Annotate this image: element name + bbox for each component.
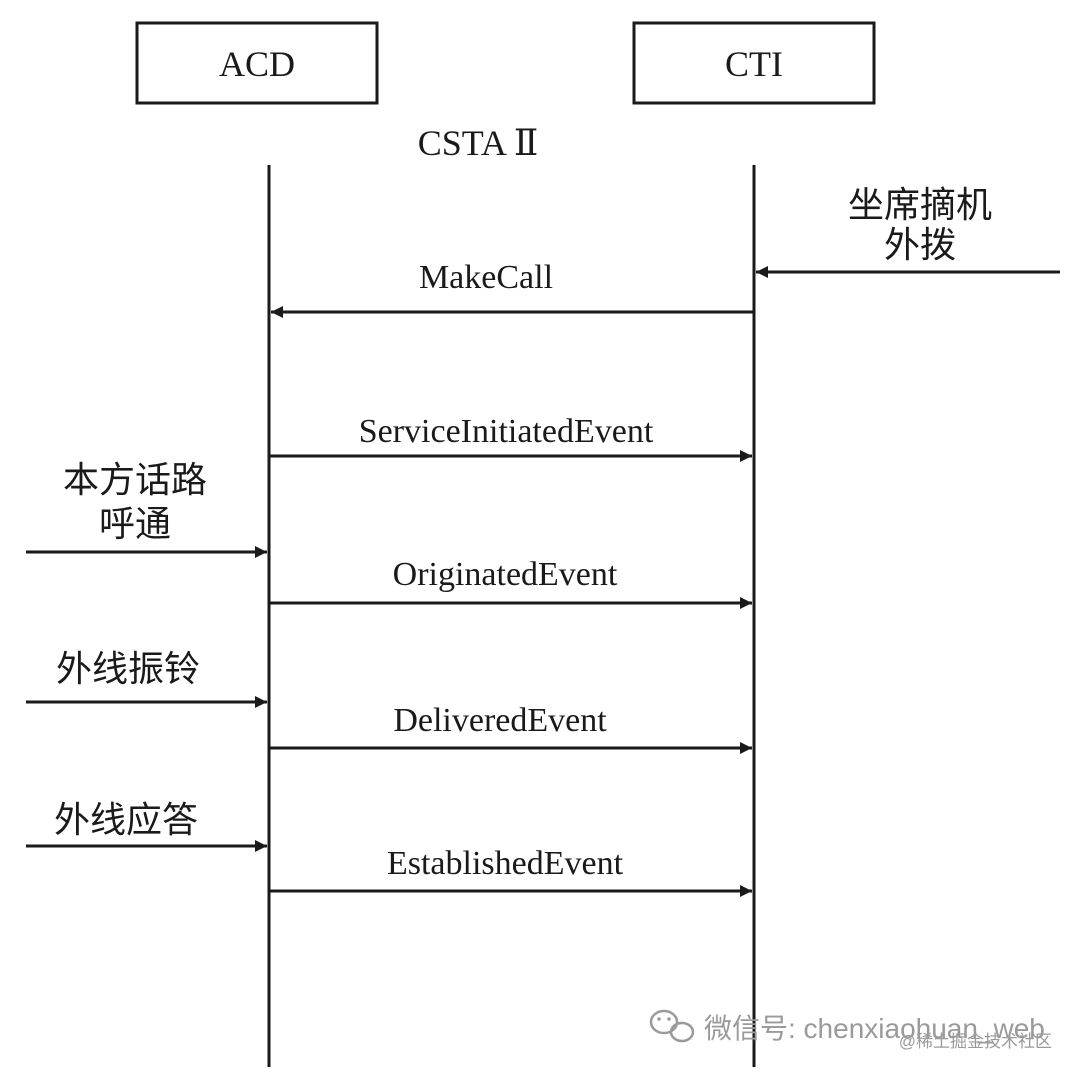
originated-label: OriginatedEvent <box>393 556 618 593</box>
protocol-label: CSTA Ⅱ <box>418 123 539 163</box>
acd-label: ACD <box>219 44 295 84</box>
agent-offhook-label-line2: 外拨 <box>884 225 956 266</box>
local-connect-label-line1: 本方话路 <box>63 460 207 501</box>
cti-label: CTI <box>725 44 783 84</box>
makecall-label: MakeCall <box>419 259 553 296</box>
community-watermark-text: @稀土掘金技术社区 <box>899 1032 1052 1051</box>
local-connect-label-line2: 呼通 <box>99 504 171 545</box>
delivered-label: DeliveredEvent <box>393 702 607 739</box>
acd-entity: ACD <box>135 21 379 105</box>
acd-box <box>135 21 379 105</box>
established-label: EstablishedEvent <box>387 845 624 882</box>
wechat-icon <box>649 1009 695 1043</box>
wechat-id-text: 微信号: chenxiaohuan_web <box>704 1013 1045 1044</box>
outside-answer-label: 外线应答 <box>54 800 198 841</box>
agent-offhook-label-line1: 坐席摘机 <box>848 185 992 226</box>
watermark: 微信号: chenxiaohuan_web @稀土掘金技术社区 <box>649 1009 1052 1051</box>
cti-box <box>632 21 876 105</box>
cti-entity: CTI <box>632 21 876 105</box>
service-initiated-label: ServiceInitiatedEvent <box>359 413 654 450</box>
outside-ringing-label: 外线振铃 <box>56 649 200 690</box>
